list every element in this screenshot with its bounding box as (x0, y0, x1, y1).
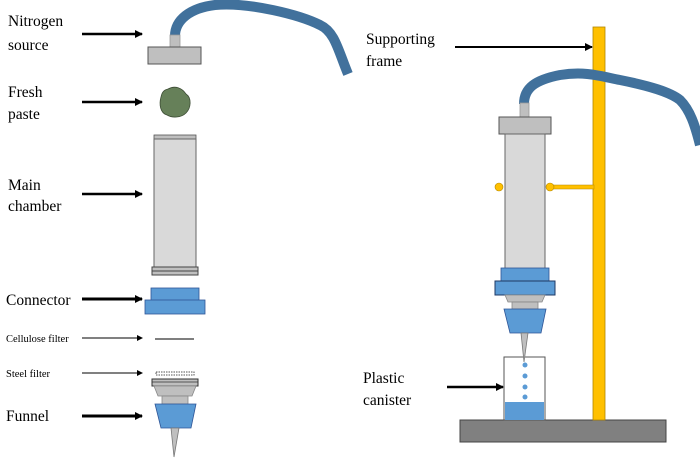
base-plate (459, 419, 667, 443)
clamp-arm (549, 184, 595, 190)
canister-liquid (505, 402, 544, 420)
funnel-needle-assembled (520, 332, 529, 363)
nitrogen-tube (170, 0, 353, 76)
assembled-view (459, 26, 700, 443)
label-frame-line2: frame (366, 53, 402, 70)
cap (498, 116, 552, 135)
drop (522, 373, 528, 379)
label-connector: Connector (6, 292, 71, 309)
label-steel: Steel filter (6, 369, 51, 380)
drop (522, 384, 528, 390)
main-chamber (153, 138, 197, 268)
label-nitrogen-line1: Nitrogen (8, 13, 63, 30)
funnel-neck (161, 395, 189, 405)
connector-top (150, 287, 200, 302)
label-frame-line1: Supporting (366, 31, 435, 48)
label-funnel: Funnel (6, 408, 49, 425)
connector-top-assembled (500, 267, 550, 283)
supporting-frame (592, 26, 606, 421)
cap-stem (519, 102, 530, 119)
drop (522, 362, 528, 368)
label-chamber-line1: Main (8, 177, 41, 194)
nitrogen-cap (147, 46, 202, 65)
label-cellulose: Cellulose filter (6, 334, 69, 345)
funnel-neck-assembled (511, 301, 539, 310)
assembled-labels: Supporting frame Plastic canister (363, 31, 593, 409)
exploded-labels: Nitrogen source Fresh paste Main chamber… (6, 13, 143, 425)
label-chamber-line2: chamber (8, 198, 62, 215)
label-paste-line2: paste (8, 106, 40, 123)
funnel-collar (153, 385, 197, 397)
funnel-rim (151, 378, 199, 387)
clamp-knob-right (545, 182, 555, 192)
connector-bottom-assembled (494, 280, 556, 296)
nitrogen-cap-stem (169, 34, 181, 49)
steel-filter (155, 371, 195, 376)
fresh-paste (159, 86, 191, 118)
funnel-collar-assembled (504, 294, 546, 303)
funnel-assembled (503, 308, 547, 334)
connector-bottom (144, 299, 206, 315)
funnel-needle (170, 427, 180, 458)
label-canister-line1: Plastic (363, 370, 404, 387)
clamp-knob-left (494, 182, 504, 192)
funnel (154, 403, 197, 429)
main-chamber-assembled (504, 133, 546, 270)
exploded-view (144, 0, 353, 458)
label-paste-line1: Fresh (8, 84, 43, 101)
drop (522, 394, 528, 400)
label-canister-line2: canister (363, 392, 412, 409)
label-nitrogen-line2: source (8, 37, 49, 54)
nitrogen-tube-assembled (519, 68, 700, 147)
